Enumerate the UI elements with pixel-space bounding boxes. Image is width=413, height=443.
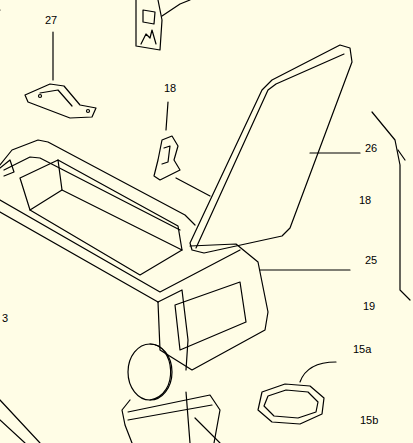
round-cover bbox=[258, 362, 336, 424]
callout-number: 26 bbox=[365, 142, 377, 154]
callout-number: 15b bbox=[360, 414, 378, 426]
group-bracket bbox=[372, 112, 410, 300]
callout-number: 25 bbox=[365, 254, 377, 266]
console-box bbox=[0, 10, 350, 370]
callout-number: 27 bbox=[45, 14, 57, 26]
callout-number: 18 bbox=[359, 194, 371, 206]
small-clip bbox=[154, 102, 210, 196]
callout-number: 3 bbox=[2, 312, 8, 324]
armrest-lid bbox=[190, 45, 360, 253]
pedestal bbox=[0, 344, 220, 443]
callout-number: 19 bbox=[363, 300, 375, 312]
bracket-part bbox=[25, 32, 96, 118]
callout-number: 15a bbox=[353, 343, 371, 355]
clip-part bbox=[136, 0, 190, 50]
callout-number: 18 bbox=[164, 82, 176, 94]
